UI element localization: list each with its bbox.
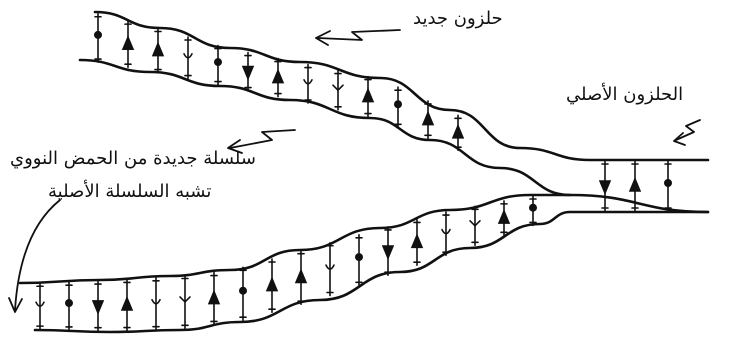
base-pair-rung	[36, 283, 44, 329]
resembles-parent-label: تشبه السلسلة الأصلية	[48, 183, 211, 201]
resembles-parent-pointer	[9, 200, 60, 312]
base-pair-rung	[600, 161, 610, 211]
base-pair-rungs	[36, 14, 671, 331]
new-strand-label: سلسلة جديدة من الحمض النووي	[10, 150, 256, 168]
base-pair-rung	[180, 276, 190, 329]
base-pair-rung	[152, 278, 160, 330]
parent-helix-pointer	[674, 120, 700, 145]
base-pair-rung	[123, 21, 133, 67]
base-pair-rung	[267, 259, 277, 312]
base-pair-rung	[499, 201, 509, 235]
base-pair-rung	[215, 46, 221, 85]
base-pair-rung	[442, 212, 450, 255]
base-pair-rung	[665, 161, 671, 211]
lower-helix-bottom-strand	[35, 212, 708, 332]
base-pair-rung	[240, 267, 246, 320]
base-pair-rung	[273, 59, 283, 97]
base-pair-rung	[184, 37, 192, 79]
base-pair-rung	[530, 196, 536, 225]
parent-helix-label: الحلزون الأصلي	[566, 86, 683, 104]
new-helix-pointer	[316, 30, 400, 45]
base-pair-rung	[153, 29, 163, 73]
base-pair-rung	[333, 71, 343, 110]
base-pair-rung	[243, 53, 253, 91]
base-pair-rung	[296, 251, 306, 305]
base-pair-rung	[93, 281, 103, 331]
base-pair-rung	[412, 219, 422, 265]
base-pair-rung	[122, 279, 132, 330]
base-pair-rung	[66, 282, 72, 330]
base-pair-rung	[304, 65, 312, 103]
lower-helix-top-strand	[20, 195, 570, 283]
base-pair-rung	[209, 273, 219, 325]
base-pair-rung	[395, 87, 401, 127]
pointer-arrows	[9, 30, 700, 312]
base-pair-rung	[95, 14, 101, 62]
base-pair-rung	[470, 206, 480, 245]
new-helix-label: حلزون جديد	[413, 10, 503, 28]
base-pair-rung	[383, 227, 393, 275]
base-pair-rung	[363, 77, 373, 117]
base-pair-rung	[356, 235, 362, 286]
base-pair-rung	[326, 243, 334, 296]
